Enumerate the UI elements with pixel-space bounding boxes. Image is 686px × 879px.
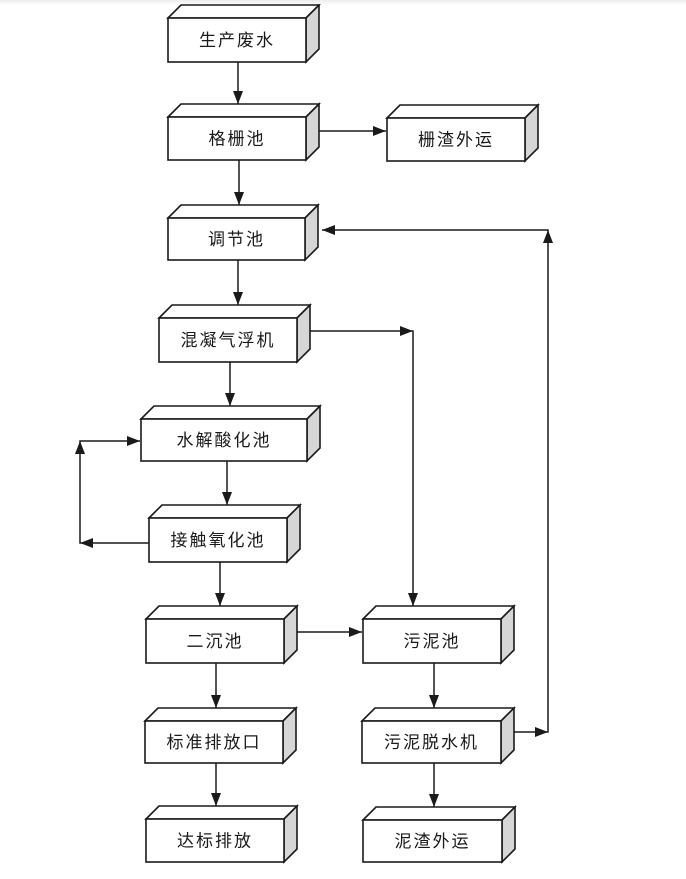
arrowhead [215, 593, 225, 606]
arrowhead [233, 91, 243, 104]
edge-coagulation-air-flotation-to-hydrolysis-acidification-pool [225, 362, 235, 406]
arrowhead [429, 794, 439, 807]
arrowhead [349, 627, 362, 637]
node-secondary-sedimentation-pool: 二沉池 [144, 604, 299, 665]
node-label-compliant-discharge: 达标排放 [177, 832, 253, 851]
arrowhead [429, 695, 439, 708]
node-regulating-pool: 调节池 [166, 203, 320, 262]
box-top-face [166, 204, 320, 219]
edge-secondary-sedimentation-pool-to-standard-discharge-outlet [211, 663, 221, 708]
node-standard-discharge-outlet: 标准排放口 [143, 706, 298, 765]
node-sludge-pool: 污泥池 [361, 604, 516, 665]
node-compliant-discharge: 达标排放 [144, 804, 299, 864]
edge-standard-discharge-outlet-to-compliant-discharge [211, 763, 221, 806]
arrowhead [543, 230, 553, 243]
node-sludge-dewatering-machine: 污泥脱水机 [360, 706, 516, 765]
edge-line [310, 330, 414, 606]
arrowhead [211, 793, 221, 806]
arrowhead [373, 126, 386, 136]
node-label-regulating-pool: 调节池 [208, 230, 265, 249]
node-grid-residue-transport: 栅渣外运 [385, 103, 540, 163]
edge-contact-oxidation-pool-to-secondary-sedimentation-pool [215, 562, 225, 606]
edge-grid-pool-to-regulating-pool [234, 160, 244, 205]
arrowhead [322, 225, 335, 235]
box-top-face [360, 707, 516, 722]
box-top-face [361, 806, 517, 821]
box-top-face [147, 504, 302, 519]
box-top-face [139, 405, 322, 420]
box-front-face [386, 117, 526, 162]
edge-sludge-dewatering-machine-to-regulating-pool [322, 225, 553, 737]
box-top-face [361, 605, 516, 620]
box-front-face [362, 819, 503, 863]
node-mud-residue-transport: 泥渣外运 [361, 805, 517, 864]
edge-hydrolysis-acidification-pool-to-contact-oxidation-pool [222, 461, 232, 505]
edge-sludge-pool-to-sludge-dewatering-machine [429, 663, 439, 708]
box-front-face [140, 418, 308, 462]
box-front-face [145, 818, 285, 863]
edge-grid-pool-to-grid-residue-transport [319, 126, 386, 136]
node-label-grid-pool: 格栅池 [209, 130, 266, 149]
node-label-grid-residue-transport: 栅渣外运 [418, 131, 494, 150]
edge-regulating-pool-to-coagulation-air-flotation [233, 260, 243, 305]
node-hydrolysis-acidification-pool: 水解酸化池 [139, 404, 322, 463]
box-front-face [158, 317, 298, 363]
arrowhead [222, 492, 232, 505]
box-front-face [167, 17, 307, 63]
arrowhead [211, 695, 221, 708]
box-front-face [361, 720, 502, 764]
box-top-face [166, 4, 321, 19]
box-top-face [166, 103, 321, 118]
edge-sludge-dewatering-machine-to-mud-residue-transport [429, 763, 439, 807]
edge-coagulation-air-flotation-to-sludge-pool [310, 326, 418, 606]
edge-contact-oxidation-pool-to-hydrolysis-acidification-pool [75, 436, 149, 548]
node-contact-oxidation-pool: 接触氧化池 [147, 503, 302, 564]
arrowhead [80, 538, 93, 548]
node-label-standard-discharge-outlet: 标准排放口 [167, 733, 262, 752]
page-top-edge [0, 0, 686, 4]
node-label-production-wastewater: 生产废水 [199, 31, 275, 50]
edge-line [79, 440, 149, 544]
box-front-face [144, 720, 284, 764]
arrowhead [408, 593, 418, 606]
node-label-secondary-sedimentation-pool: 二沉池 [187, 632, 244, 651]
edge-secondary-sedimentation-pool-to-sludge-pool [297, 627, 362, 637]
box-front-face [167, 217, 306, 261]
arrowhead [535, 727, 548, 737]
arrowhead [234, 192, 244, 205]
arrowhead [127, 436, 140, 446]
box-front-face [145, 618, 285, 664]
box-front-face [148, 517, 288, 563]
node-label-sludge-dewatering-machine: 污泥脱水机 [384, 733, 479, 752]
node-production-wastewater: 生产废水 [166, 3, 321, 64]
node-label-mud-residue-transport: 泥渣外运 [395, 832, 471, 851]
box-top-face [143, 707, 298, 722]
node-label-coagulation-air-flotation: 混凝气浮机 [181, 331, 276, 350]
node-label-hydrolysis-acidification-pool: 水解酸化池 [177, 431, 272, 450]
node-coagulation-air-flotation: 混凝气浮机 [157, 303, 312, 364]
edge-line [322, 229, 549, 733]
arrowhead [233, 292, 243, 305]
node-grid-pool: 格栅池 [166, 102, 321, 162]
edge-production-wastewater-to-grid-pool [233, 62, 243, 104]
arrowhead [400, 326, 413, 336]
node-label-sludge-pool: 污泥池 [404, 632, 461, 651]
box-top-face [157, 304, 312, 319]
box-top-face [385, 104, 540, 119]
box-front-face [362, 618, 502, 664]
node-label-contact-oxidation-pool: 接触氧化池 [171, 531, 266, 550]
arrowhead [75, 441, 85, 454]
arrowhead [225, 393, 235, 406]
box-front-face [167, 116, 307, 161]
box-top-face [144, 605, 299, 620]
box-top-face [144, 805, 299, 820]
